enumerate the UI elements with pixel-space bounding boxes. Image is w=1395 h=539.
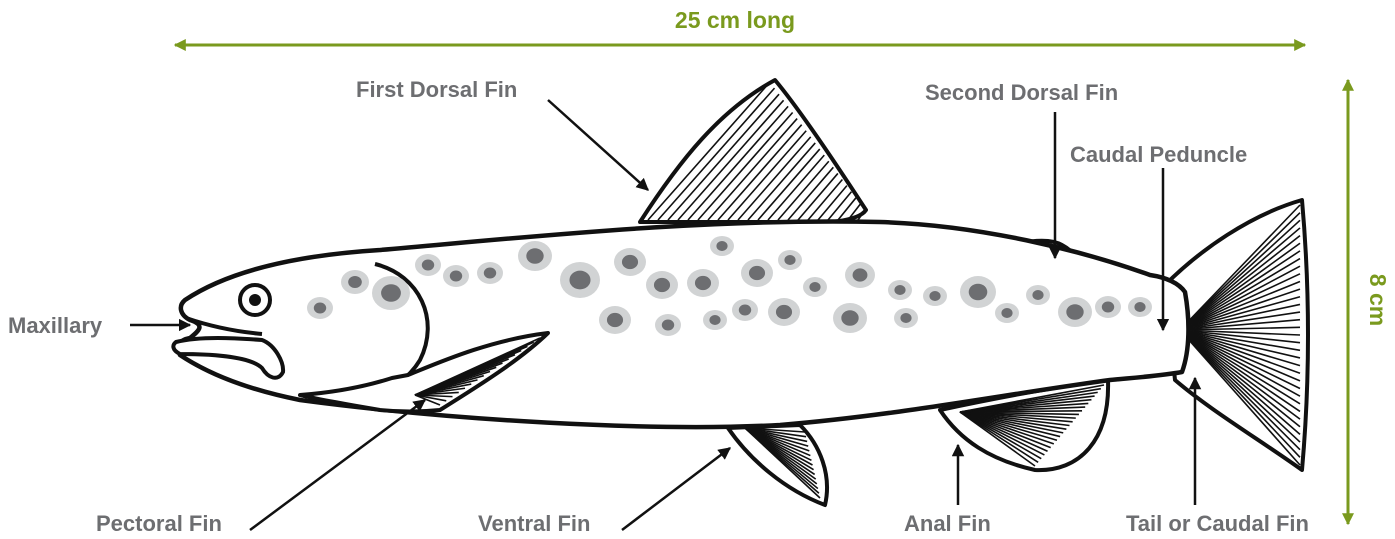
spot-center [1066, 304, 1083, 319]
label-first-dorsal-fin: First Dorsal Fin [356, 77, 648, 190]
label-ventral-fin: Ventral Fin [478, 448, 730, 536]
spot-center [450, 271, 462, 282]
spot-center [716, 241, 727, 251]
spot-center [662, 320, 674, 331]
spot-center [853, 268, 868, 281]
label-pectoral-fin: Pectoral Fin [96, 400, 425, 536]
spot-center [894, 285, 905, 295]
spot-center [709, 315, 720, 325]
spot-center [784, 255, 795, 265]
spot-center [607, 313, 623, 327]
spot-center [1102, 302, 1114, 313]
spot-center [622, 255, 638, 269]
spot-center [526, 248, 543, 263]
spot-center [569, 271, 590, 290]
length-label: 25 cm long [675, 7, 795, 33]
spot-center [484, 268, 496, 279]
eye [240, 285, 270, 315]
spot-center [348, 276, 362, 288]
spot-center [841, 310, 858, 325]
svg-text:Caudal Peduncle: Caudal Peduncle [1070, 142, 1247, 167]
spot-center [695, 276, 711, 290]
label-maxillary: Maxillary [8, 313, 190, 338]
spot-center [929, 291, 940, 301]
spot-center [739, 305, 751, 316]
spot-center [900, 313, 911, 323]
spot-center [969, 284, 988, 301]
spot-center [422, 260, 434, 271]
spot-center [776, 305, 792, 319]
label-anal-fin: Anal Fin [904, 445, 991, 536]
svg-text:First Dorsal Fin: First Dorsal Fin [356, 77, 517, 102]
spot-center [749, 266, 765, 280]
spot-center [1001, 308, 1012, 318]
svg-text:Ventral Fin: Ventral Fin [478, 511, 590, 536]
spot-center [1032, 290, 1043, 300]
spot-center [1134, 302, 1145, 312]
svg-text:Anal Fin: Anal Fin [904, 511, 991, 536]
height-dimension: 8 cm [1348, 80, 1391, 524]
svg-text:Second Dorsal Fin: Second Dorsal Fin [925, 80, 1118, 105]
length-dimension: 25 cm long [175, 7, 1305, 45]
spot-center [381, 284, 401, 302]
svg-text:Pectoral Fin: Pectoral Fin [96, 511, 222, 536]
spot-center [314, 303, 326, 314]
first-dorsal-fin [640, 80, 866, 223]
spot-center [654, 278, 670, 292]
ventral-fin [728, 425, 827, 505]
svg-text:Tail or Caudal Fin: Tail or Caudal Fin [1126, 511, 1309, 536]
height-label: 8 cm [1365, 274, 1391, 326]
svg-text:Maxillary: Maxillary [8, 313, 103, 338]
spot-center [809, 282, 820, 292]
